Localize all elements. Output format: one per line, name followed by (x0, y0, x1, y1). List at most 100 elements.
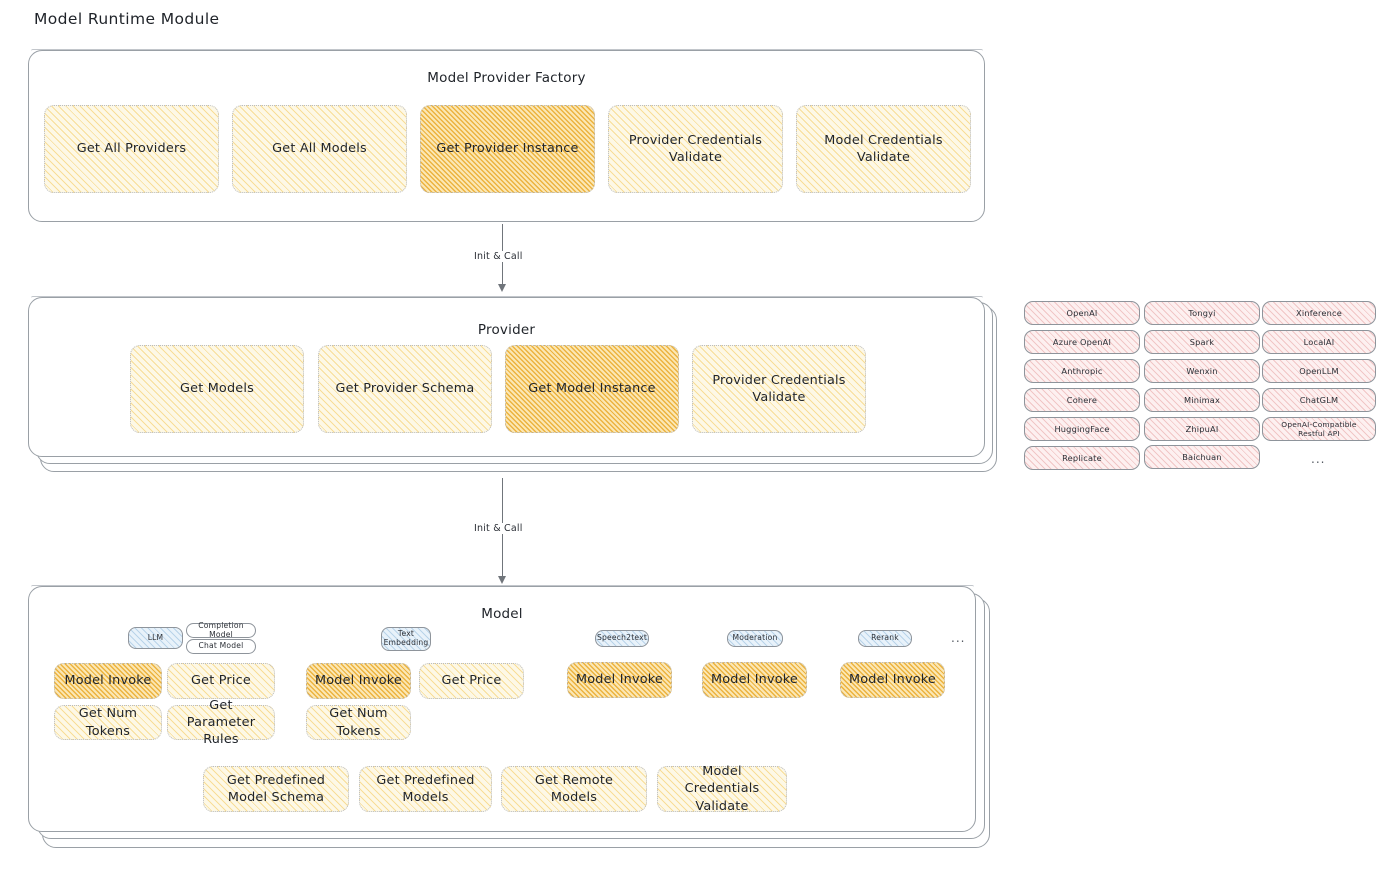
provider-chip-label: Cohere (1066, 395, 1098, 405)
provider-item-get-model-instance[interactable]: Get Model Instance (505, 345, 679, 433)
provider-chip-label: OpenAI-Compatible Restful API (1281, 420, 1357, 438)
method-label: Get Num Tokens (78, 706, 138, 739)
model-kind-sub-label: Completion Model (198, 620, 244, 639)
text-embedding-method-get-price[interactable]: Get Price (419, 663, 524, 699)
provider-chip-spark[interactable]: Spark (1144, 330, 1260, 354)
provider-item-get-provider-schema[interactable]: Get Provider Schema (318, 345, 492, 433)
method-label: Model Invoke (315, 673, 403, 689)
provider-chip-label: Baichuan (1182, 452, 1222, 462)
provider-chip-label: OpenAI (1066, 308, 1098, 318)
model-kind-chip-speech2text[interactable]: Speech2text (595, 630, 649, 647)
page-title: Model Runtime Module (34, 10, 220, 28)
method-label: Get Predefined Model Schema (226, 772, 326, 805)
provider-chip-replicate[interactable]: Replicate (1024, 446, 1140, 470)
llm-method-get-parameter-rules[interactable]: Get Parameter Rules (167, 698, 275, 747)
provider-chip-label: Anthropic (1061, 366, 1103, 376)
method-label: Get Parameter Rules (186, 697, 256, 748)
provider-chip-openllm[interactable]: OpenLLM (1262, 359, 1376, 383)
provider-chip-label: LocalAI (1303, 337, 1335, 347)
provider-chip-baichuan[interactable]: Baichuan (1144, 445, 1260, 469)
method-label: Get Num Tokens (329, 706, 388, 739)
llm-method-get-price[interactable]: Get Price (167, 663, 275, 699)
factory-item-provider-credentials-validate[interactable]: Provider Credentials Validate (608, 105, 783, 193)
provider-item-label: Get Models (180, 381, 254, 397)
rerank-method-model-invoke[interactable]: Model Invoke (840, 662, 945, 698)
method-label: Model Invoke (64, 673, 152, 689)
text-embedding-method-get-num-tokens[interactable]: Get Num Tokens (306, 705, 411, 740)
method-label: Get Remote Models (534, 772, 614, 805)
model-kind-chip-llm[interactable]: LLM (128, 627, 183, 649)
provider-chip-azure-openai[interactable]: Azure OpenAI (1024, 330, 1140, 354)
method-label: Model Invoke (711, 672, 799, 688)
llm-method-model-invoke[interactable]: Model Invoke (54, 663, 162, 699)
provider-item-provider-credentials-validate[interactable]: Provider Credentials Validate (692, 345, 866, 433)
provider-chip-label: Tongyi (1188, 308, 1216, 318)
provider-chip-openai[interactable]: OpenAI (1024, 301, 1140, 325)
provider-item-label: Get Provider Schema (335, 381, 475, 397)
arrow-factory-to-provider-head (498, 284, 506, 292)
model-kind-label: Rerank (871, 633, 899, 643)
provider-chip-label: Minimax (1183, 395, 1221, 405)
arrow-provider-to-model-label: Init & Call (470, 523, 527, 534)
llm-method-get-num-tokens[interactable]: Get Num Tokens (54, 705, 162, 740)
provider-chip-localai[interactable]: LocalAI (1262, 330, 1376, 354)
factory-item-get-all-providers[interactable]: Get All Providers (44, 105, 219, 193)
arrow-factory-to-provider-label: Init & Call (470, 251, 527, 262)
factory-item-label: Get Provider Instance (436, 141, 579, 157)
factory-item-model-credentials-validate[interactable]: Model Credentials Validate (796, 105, 971, 193)
provider-list-more-ellipsis: ... (1311, 452, 1326, 466)
method-label: Model Credentials Validate (684, 764, 760, 814)
text-embedding-method-model-invoke[interactable]: Model Invoke (306, 663, 411, 699)
model-provider-factory-title: Model Provider Factory (427, 70, 586, 86)
factory-item-label: Model Credentials Validate (824, 132, 943, 165)
model-kind-chip-rerank[interactable]: Rerank (858, 630, 912, 647)
arrow-provider-to-model-head (498, 576, 506, 584)
factory-item-label: Get All Providers (76, 141, 187, 157)
factory-item-get-all-models[interactable]: Get All Models (232, 105, 407, 193)
method-label: Model Invoke (576, 672, 664, 688)
provider-item-label: Provider Credentials Validate (712, 372, 846, 405)
provider-chip-huggingface[interactable]: HuggingFace (1024, 417, 1140, 441)
method-label: Get Price (441, 673, 502, 689)
model-kind-chip-moderation[interactable]: Moderation (727, 630, 783, 647)
provider-chip-openai-compatible-restful-api[interactable]: OpenAI-Compatible Restful API (1262, 417, 1376, 441)
provider-chip-label: Azure OpenAI (1052, 337, 1112, 347)
provider-chip-wenxin[interactable]: Wenxin (1144, 359, 1260, 383)
model-shared-get-predefined-models[interactable]: Get Predefined Models (359, 766, 492, 812)
provider-chip-label: OpenLLM (1299, 366, 1339, 376)
provider-chip-anthropic[interactable]: Anthropic (1024, 359, 1140, 383)
factory-item-label: Provider Credentials Validate (628, 132, 763, 165)
provider-chip-xinference[interactable]: Xinference (1262, 301, 1376, 325)
provider-chip-cohere[interactable]: Cohere (1024, 388, 1140, 412)
provider-chip-chatglm[interactable]: ChatGLM (1262, 388, 1376, 412)
model-kind-sub-chip-chat-model[interactable]: Chat Model (186, 639, 256, 654)
model-kind-sub-chip-completion-model[interactable]: Completion Model (186, 620, 256, 639)
provider-chip-tongyi[interactable]: Tongyi (1144, 301, 1260, 325)
provider-chip-label: ChatGLM (1299, 395, 1339, 405)
method-label: Model Invoke (849, 672, 937, 688)
method-label: Get Price (191, 673, 251, 689)
model-shared-get-remote-models[interactable]: Get Remote Models (501, 766, 647, 812)
model-kind-label: Text Embedding (383, 629, 429, 647)
model-kind-label: Speech2text (597, 633, 647, 643)
speech2text-method-model-invoke[interactable]: Model Invoke (567, 662, 672, 698)
provider-item-label: Get Model Instance (528, 381, 656, 397)
provider-chip-label: Wenxin (1186, 366, 1218, 376)
provider-chip-zhipuai[interactable]: ZhipuAI (1144, 417, 1260, 441)
model-title: Model (481, 606, 523, 622)
provider-chip-minimax[interactable]: Minimax (1144, 388, 1260, 412)
provider-chip-label: Xinference (1296, 308, 1342, 318)
provider-item-get-models[interactable]: Get Models (130, 345, 304, 433)
model-shared-model-credentials-validate[interactable]: Model Credentials Validate (657, 764, 787, 814)
provider-title: Provider (477, 322, 536, 338)
moderation-method-model-invoke[interactable]: Model Invoke (702, 662, 807, 698)
model-shared-get-predefined-model-schema[interactable]: Get Predefined Model Schema (203, 766, 349, 812)
model-kind-label: Moderation (732, 633, 778, 643)
provider-chip-label: Replicate (1062, 453, 1102, 463)
factory-item-get-provider-instance[interactable]: Get Provider Instance (420, 105, 595, 193)
provider-chip-label: HuggingFace (1054, 424, 1110, 434)
model-kind-chip-text-embedding[interactable]: Text Embedding (381, 627, 431, 651)
model-kind-sub-label: Chat Model (198, 641, 244, 651)
model-kind-label: LLM (147, 632, 164, 642)
